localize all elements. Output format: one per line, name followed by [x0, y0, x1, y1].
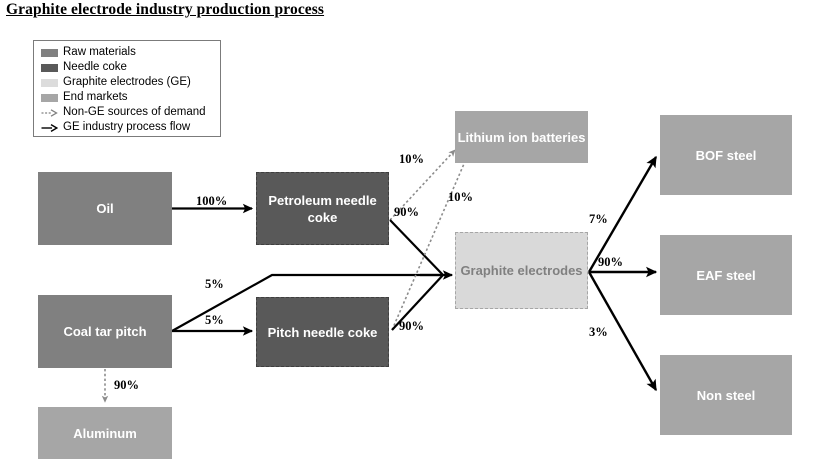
solid-arrow-icon	[41, 123, 58, 132]
edge-label-pitchcoke-lithium: 10%	[448, 190, 473, 204]
legend-swatch-needle-coke	[41, 63, 58, 72]
node-graphite-electrodes[interactable]: Graphite electrodes	[455, 232, 588, 309]
legend-label-raw-materials: Raw materials	[63, 46, 136, 58]
node-oil[interactable]: Oil	[38, 172, 172, 245]
edge-graphite-bof	[587, 155, 658, 273]
edge-petcoke-graphite	[389, 219, 444, 276]
edge-label-coaltar-aluminum: 90%	[114, 378, 139, 392]
legend-label-non-ge-demand: Non-GE sources of demand	[63, 106, 206, 118]
legend-label-graphite-electrodes: Graphite electrodes (GE)	[63, 76, 191, 88]
edge-graphite-nonsteel	[587, 271, 658, 392]
edge-label-graphite-eaf: 90%	[598, 255, 623, 269]
node-pitch-needle-coke[interactable]: Pitch needle coke	[256, 297, 389, 367]
edge-label-pitchcoke-graphite: 90%	[399, 319, 424, 333]
edge-coaltar-graphite	[171, 273, 443, 332]
edge-petcoke-lithium	[389, 149, 456, 221]
legend-label-end-markets: End markets	[63, 91, 128, 103]
edge-pitchcoke-graphite	[391, 274, 444, 331]
legend-label-ge-process-flow: GE industry process flow	[63, 121, 191, 133]
node-coal-tar-pitch[interactable]: Coal tar pitch	[38, 295, 172, 368]
node-aluminum[interactable]: Aluminum	[38, 407, 172, 459]
legend-box: Raw materials Needle coke Graphite elect…	[33, 40, 221, 137]
legend-item-raw-materials: Raw materials	[41, 45, 220, 60]
legend-item-graphite-electrodes: Graphite electrodes (GE)	[41, 75, 220, 90]
legend-item-non-ge-demand: Non-GE sources of demand	[41, 105, 220, 120]
page-title: Graphite electrode industry production p…	[6, 1, 325, 18]
node-lithium-ion-batteries[interactable]: Lithium ion batteries	[455, 111, 588, 163]
edge-label-coaltar-graphite: 5%	[205, 277, 224, 291]
node-eaf-steel[interactable]: EAF steel	[660, 235, 792, 315]
legend-swatch-end-markets	[41, 93, 58, 102]
node-petroleum-needle-coke[interactable]: Petroleum needle coke	[256, 172, 389, 245]
legend-item-end-markets: End markets	[41, 90, 220, 105]
legend-label-needle-coke: Needle coke	[63, 61, 127, 73]
legend-swatch-raw-materials	[41, 48, 58, 57]
edge-pitchcoke-lithium	[391, 149, 471, 331]
edge-label-coaltar-pitchcoke: 5%	[205, 313, 224, 327]
node-non-steel[interactable]: Non steel	[660, 355, 792, 435]
legend-swatch-graphite-electrodes	[41, 78, 58, 87]
legend-item-needle-coke: Needle coke	[41, 60, 220, 75]
edge-label-graphite-nonsteel: 3%	[589, 325, 608, 339]
edge-label-petcoke-graphite: 90%	[394, 205, 419, 219]
node-bof-steel[interactable]: BOF steel	[660, 115, 792, 195]
edge-label-oil-petcoke: 100%	[196, 194, 228, 208]
dotted-arrow-icon	[41, 108, 58, 117]
legend-item-ge-process-flow: GE industry process flow	[41, 120, 220, 135]
edge-label-graphite-bof: 7%	[589, 212, 608, 226]
edge-label-petcoke-lithium: 10%	[399, 152, 424, 166]
